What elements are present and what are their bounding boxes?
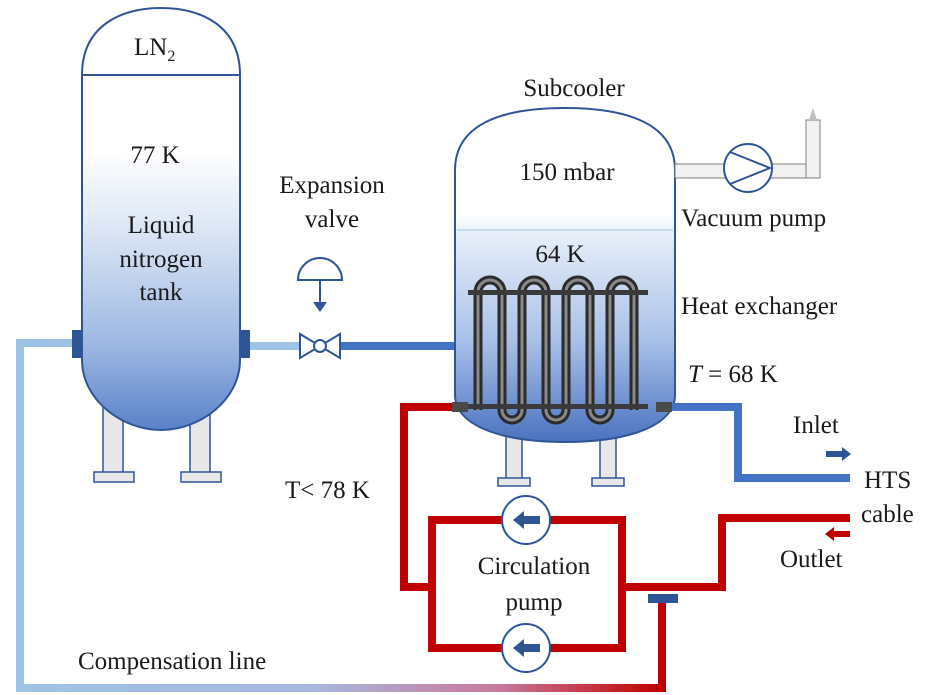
vacuum-line: [674, 108, 821, 179]
vacuum-pump-label: Vacuum pump: [681, 205, 826, 232]
subcooler-temperature: 64 K: [535, 241, 584, 268]
tank-name-line2: nitrogen: [119, 246, 203, 273]
hts-cable-label-line2: cable: [861, 501, 914, 528]
heat-exchanger-label: Heat exchanger: [681, 293, 838, 320]
circulation-pump-label-line1: Circulation: [478, 553, 591, 580]
inlet-arrow-icon: [826, 447, 851, 461]
outlet-arrow-icon: [825, 527, 850, 541]
circulation-pump-bottom-icon: [501, 623, 551, 673]
expansion-valve-label-line2: valve: [305, 206, 359, 233]
compensation-junction: [648, 594, 678, 603]
subcooler-legs: [497, 431, 625, 487]
cold-supply-line: [672, 403, 850, 482]
liquid-nitrogen-tank: [72, 6, 250, 432]
hts-cable-label-line1: HTS: [864, 467, 911, 494]
circulation-pump-label-line2: pump: [506, 589, 563, 616]
compensation-line-label: Compensation line: [78, 648, 266, 675]
outlet-label: Outlet: [780, 546, 843, 573]
heat-exchanger-icon: [452, 275, 672, 425]
vacuum-pump-icon: [723, 143, 773, 193]
inlet-label: Inlet: [793, 412, 839, 439]
tank-name-line3: tank: [139, 279, 183, 306]
outlet-temperature-label: T = 68 K: [688, 361, 778, 388]
tank-temperature: 77 K: [130, 142, 179, 169]
circulation-pump-top-icon: [501, 495, 551, 545]
tank-ln2-label: LN2: [134, 34, 175, 65]
warm-return-line: [400, 403, 850, 652]
compensation-line-pipe: [16, 339, 666, 692]
subcooler-title: Subcooler: [523, 75, 625, 102]
tank-name-line1: Liquid: [128, 212, 195, 239]
expansion-valve-icon: [296, 257, 344, 360]
expansion-valve-label-line1: Expansion: [279, 172, 385, 199]
return-temperature-label: T< 78 K: [285, 477, 370, 504]
subcooler-pressure: 150 mbar: [519, 159, 615, 186]
